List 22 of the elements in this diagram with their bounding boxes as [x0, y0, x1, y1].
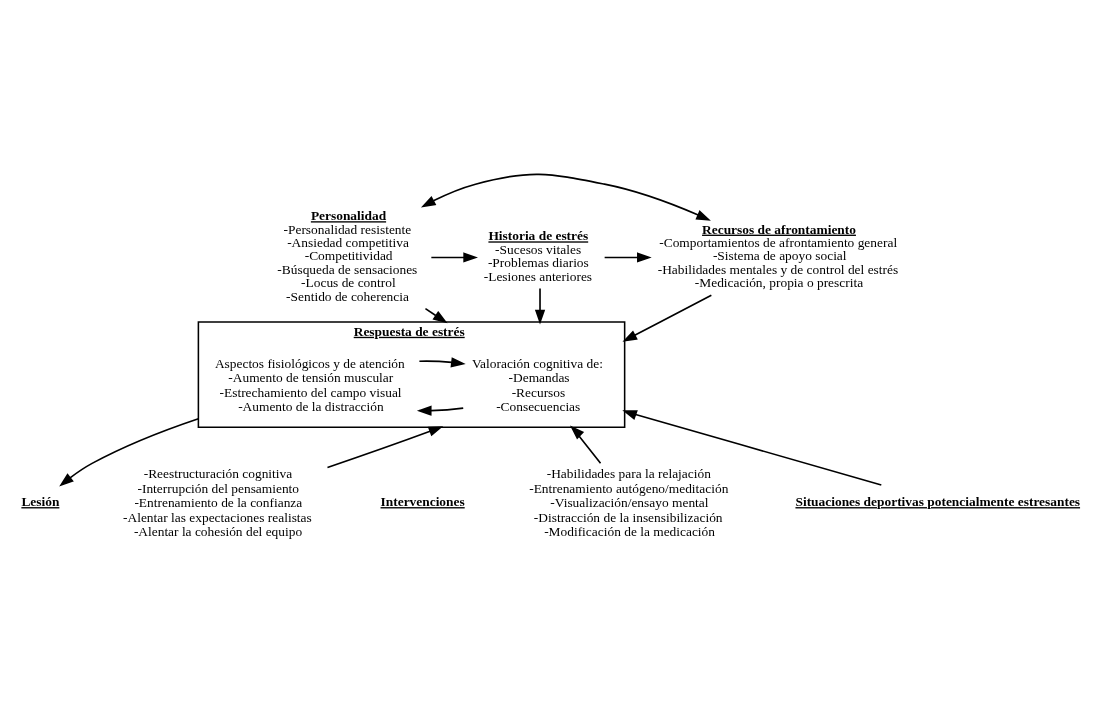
arrow	[420, 173, 711, 221]
node-text: Situaciones deportivas potencialmente estresantes	[795, 494, 1081, 510]
arrow	[534, 287, 546, 325]
node-text: Aspectos fisiológicos y de atención -Aumento de tensión muscular -Estrechamiento del campo visual -Aumento de la distracción	[214, 355, 405, 415]
node-text: -Habilidades para la relajación -Entrenamiento autógeno/meditación -Visualización/ensayo mental -Distracción de la insensibilización -Modificación de la medicación	[529, 466, 729, 540]
arrow	[570, 425, 602, 464]
arrow	[59, 417, 200, 487]
node-text: Lesión	[21, 494, 60, 510]
arrow	[326, 426, 444, 469]
arrow	[622, 410, 883, 486]
arrow	[603, 252, 652, 263]
node-text: Personalidad -Personalidad resistente -Ansiedad competitiva -Competitividad -Búsqueda de sensaciones -Locus de control -Sentido de coherencia	[277, 208, 418, 304]
arrow	[416, 405, 465, 416]
arrow	[430, 252, 478, 263]
arrow	[424, 307, 448, 324]
node-text: Historia de estrés -Sucesos vitales -Problemas diarios -Lesiones anteriores	[483, 228, 593, 284]
label: Intervenciones	[380, 494, 465, 510]
node-text: Recursos de afrontamiento -Comportamientos de afrontamiento general -Sistema de apoyo social -Habilidades mentales y de control del estrés -Medicación, propia o prescrita	[657, 221, 899, 291]
arrow	[418, 357, 466, 368]
arrow	[622, 294, 713, 342]
node-text: -Reestructuración cognitiva -Interrupción del pensamiento -Entrenamiento de la confianza -Alentar las expectaciones realistas -Alentar la cohesión del equipo	[123, 466, 312, 540]
node-text: Valoración cognitiva de: -Demandas -Recursos -Consecuencias	[471, 355, 603, 415]
